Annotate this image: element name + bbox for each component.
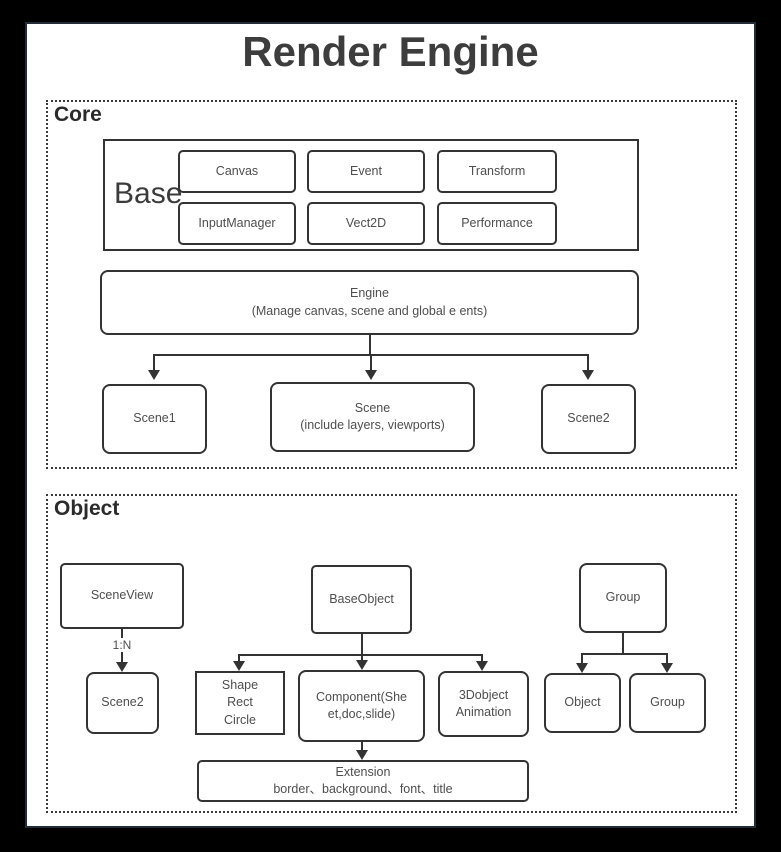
relation-1n-label: 1:N — [110, 638, 134, 652]
engine-box: Engine (Manage canvas, scene and global … — [100, 270, 639, 335]
connector-drop-component — [361, 654, 363, 661]
core-section-label: Core — [54, 103, 102, 126]
core-section — [46, 100, 737, 469]
connector-drop-3dobject — [481, 654, 483, 661]
diagram-page: Render Engine Core Base Canvas Event Tra… — [25, 22, 756, 828]
component-box: Component(She et,doc,slide) — [298, 670, 425, 742]
connector-engine-stub — [369, 335, 371, 355]
arrowhead-extension — [356, 750, 368, 760]
group-parent-box: Group — [579, 563, 667, 633]
scene-center-box: Scene (include layers, viewports) — [270, 382, 475, 452]
arrowhead-scene2 — [582, 370, 594, 380]
arrowhead-object-scene2 — [116, 662, 128, 672]
arrowhead-component — [356, 660, 368, 670]
group-child-box: Group — [629, 673, 706, 733]
base-label: Base — [114, 177, 183, 210]
module-transform-box: Transform — [437, 150, 557, 193]
module-event-box: Event — [307, 150, 425, 193]
object-section-label: Object — [54, 497, 120, 520]
connector-drop-scene1 — [153, 354, 155, 370]
extension-box: Extension border、background、font、title — [197, 760, 529, 802]
connector-component-extension — [361, 742, 363, 750]
3dobject-box: 3Dobject Animation — [438, 671, 529, 737]
arrowhead-shape — [233, 661, 245, 671]
object-child-box: Object — [544, 673, 621, 733]
object-scene2-box: Scene2 — [86, 672, 159, 734]
arrowhead-group-child — [661, 663, 673, 673]
connector-drop-group-child — [666, 653, 668, 663]
page-title: Render Engine — [242, 28, 539, 75]
module-vect2d-box: Vect2D — [307, 202, 425, 245]
arrowhead-object-child — [576, 663, 588, 673]
scene2-box: Scene2 — [541, 384, 636, 454]
connector-group-branch — [582, 653, 668, 655]
connector-group-stub — [622, 633, 624, 653]
baseobject-box: BaseObject — [311, 565, 412, 634]
arrowhead-3dobject — [476, 661, 488, 671]
connector-drop-object-child — [581, 653, 583, 663]
arrowhead-scene1 — [148, 370, 160, 380]
arrowhead-scene — [365, 370, 377, 380]
connector-drop-scene2 — [587, 354, 589, 370]
sceneview-box: SceneView — [60, 563, 184, 629]
connector-drop-scene — [370, 354, 372, 370]
shape-box: Shape Rect Circle — [195, 671, 285, 735]
connector-baseobject-stub — [361, 634, 363, 654]
module-inputmanager-box: InputManager — [178, 202, 296, 245]
object-section — [46, 494, 737, 813]
module-canvas-box: Canvas — [178, 150, 296, 193]
module-performance-box: Performance — [437, 202, 557, 245]
connector-drop-shape — [238, 654, 240, 661]
scene1-box: Scene1 — [102, 384, 207, 454]
